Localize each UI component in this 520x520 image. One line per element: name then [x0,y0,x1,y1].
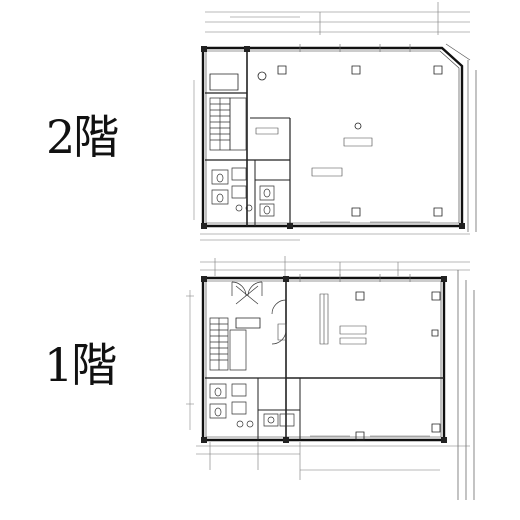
columns-1f [201,276,447,443]
entrance-doors-1f [232,282,286,344]
elevator-2f [210,74,238,90]
columns-2f [201,46,465,229]
toilet-area-1f [210,384,294,428]
facade-right-2f [446,44,476,232]
dimension-lines-2f-top [205,2,470,35]
outer-wall-2f [203,48,462,226]
floor-label-2f: 2階 [46,110,119,164]
outer-wall-1f [203,278,444,440]
room-tags-2f [256,128,372,176]
dimension-lines-2f-bottom [200,234,470,240]
facade-right-1f [458,270,474,500]
dimension-lines-1f-top [200,256,470,276]
stair-2f [210,98,246,150]
floor-plan-2f [200,2,476,240]
toilet-area-2f [212,168,274,216]
elevator-1f [236,318,260,328]
floor-label-1f: 1階 [44,338,117,392]
dimension-lines-1f-bottom [196,442,470,480]
stair-1f [210,318,246,370]
floor-plan-1f [186,80,474,500]
